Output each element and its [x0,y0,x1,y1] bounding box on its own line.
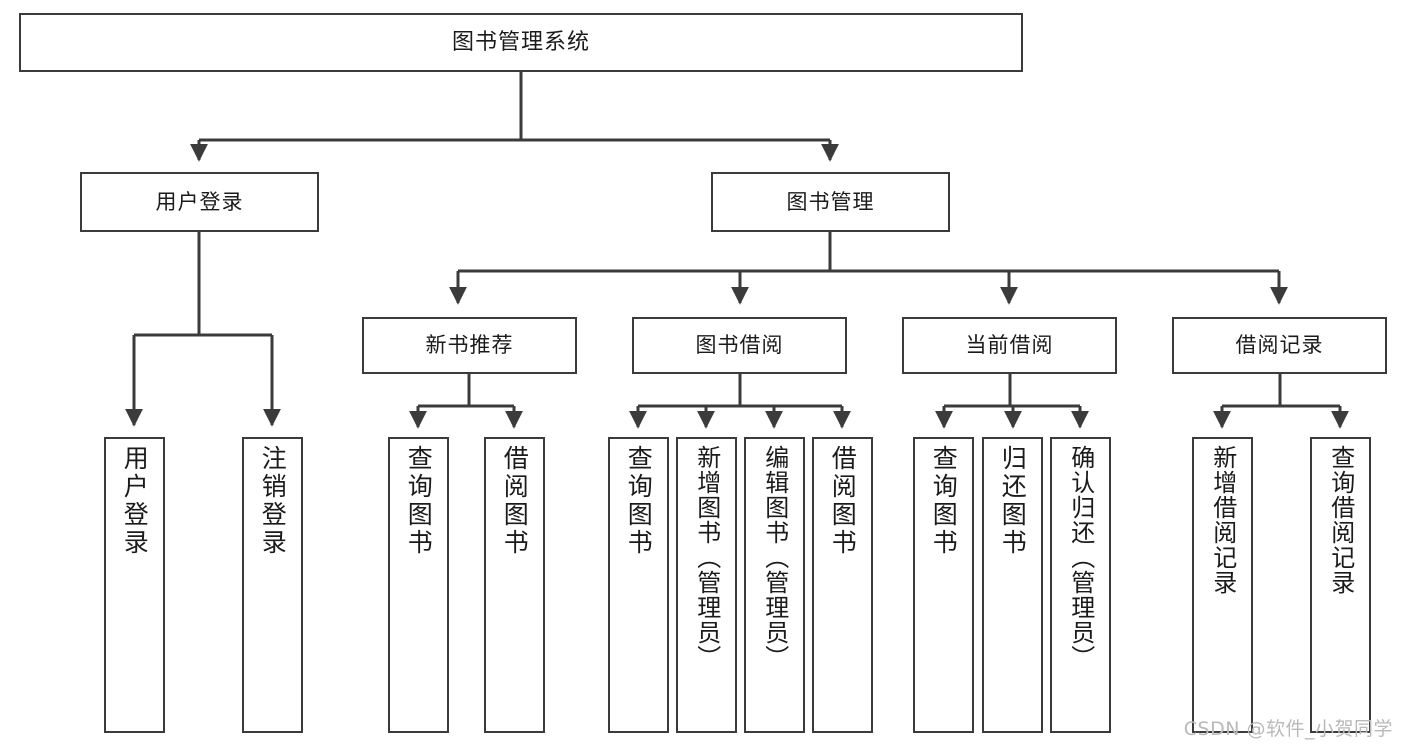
node-label: 查询图书 [404,445,434,557]
node-label: 查询图书 [624,445,654,557]
node-label: 借阅图书 [500,445,530,557]
node-label: 归还图书 [998,445,1028,557]
node-label: 用户登录 [155,189,244,214]
node-label: 图书借阅 [695,333,784,358]
node-root-system[interactable]: 图书管理系统 [19,13,1023,72]
node-label: 查询借阅记录 [1326,445,1355,595]
leaf-query-borrow-record[interactable]: 查询借阅记录 [1310,437,1371,733]
csdn-watermark: CSDN @软件_小贺同学 [1183,718,1393,740]
node-label: 图书管理系统 [451,29,590,55]
node-user-login[interactable]: 用户登录 [80,172,319,232]
node-current-borrow[interactable]: 当前借阅 [902,317,1117,374]
node-label: 新增借阅记录 [1208,445,1237,595]
node-label: 当前借阅 [965,333,1054,358]
node-label: 借阅记录 [1235,333,1324,358]
node-label: 借阅图书 [828,445,858,557]
node-label: 用户登录 [120,445,150,557]
leaf-edit-book-admin[interactable]: 编辑图书（管理员） [744,437,805,733]
leaf-borrow-books-new[interactable]: 借阅图书 [484,437,545,733]
node-label: 查询图书 [929,445,959,557]
leaf-query-books-new[interactable]: 查询图书 [388,437,449,733]
leaf-user-login[interactable]: 用户登录 [104,437,165,733]
leaf-add-borrow-record[interactable]: 新增借阅记录 [1192,437,1253,733]
leaf-confirm-return-admin[interactable]: 确认归还（管理员） [1050,437,1111,733]
leaf-logout[interactable]: 注销登录 [242,437,303,733]
node-book-borrow[interactable]: 图书借阅 [632,317,847,374]
leaf-query-books-borrow[interactable]: 查询图书 [608,437,669,733]
leaf-add-book-admin[interactable]: 新增图书（管理员） [676,437,737,733]
node-label: 图书管理 [786,189,875,214]
node-borrow-records[interactable]: 借阅记录 [1172,317,1387,374]
leaf-query-books-current[interactable]: 查询图书 [913,437,974,733]
node-label: 编辑图书（管理员） [760,445,789,670]
node-label: 新书推荐 [425,333,514,358]
node-new-book-recommend[interactable]: 新书推荐 [362,317,577,374]
node-label: 注销登录 [258,445,288,557]
node-book-management[interactable]: 图书管理 [711,172,950,232]
node-label: 确认归还（管理员） [1066,445,1095,670]
leaf-return-books[interactable]: 归还图书 [982,437,1043,733]
node-label: 新增图书（管理员） [692,445,721,670]
leaf-borrow-books[interactable]: 借阅图书 [812,437,873,733]
